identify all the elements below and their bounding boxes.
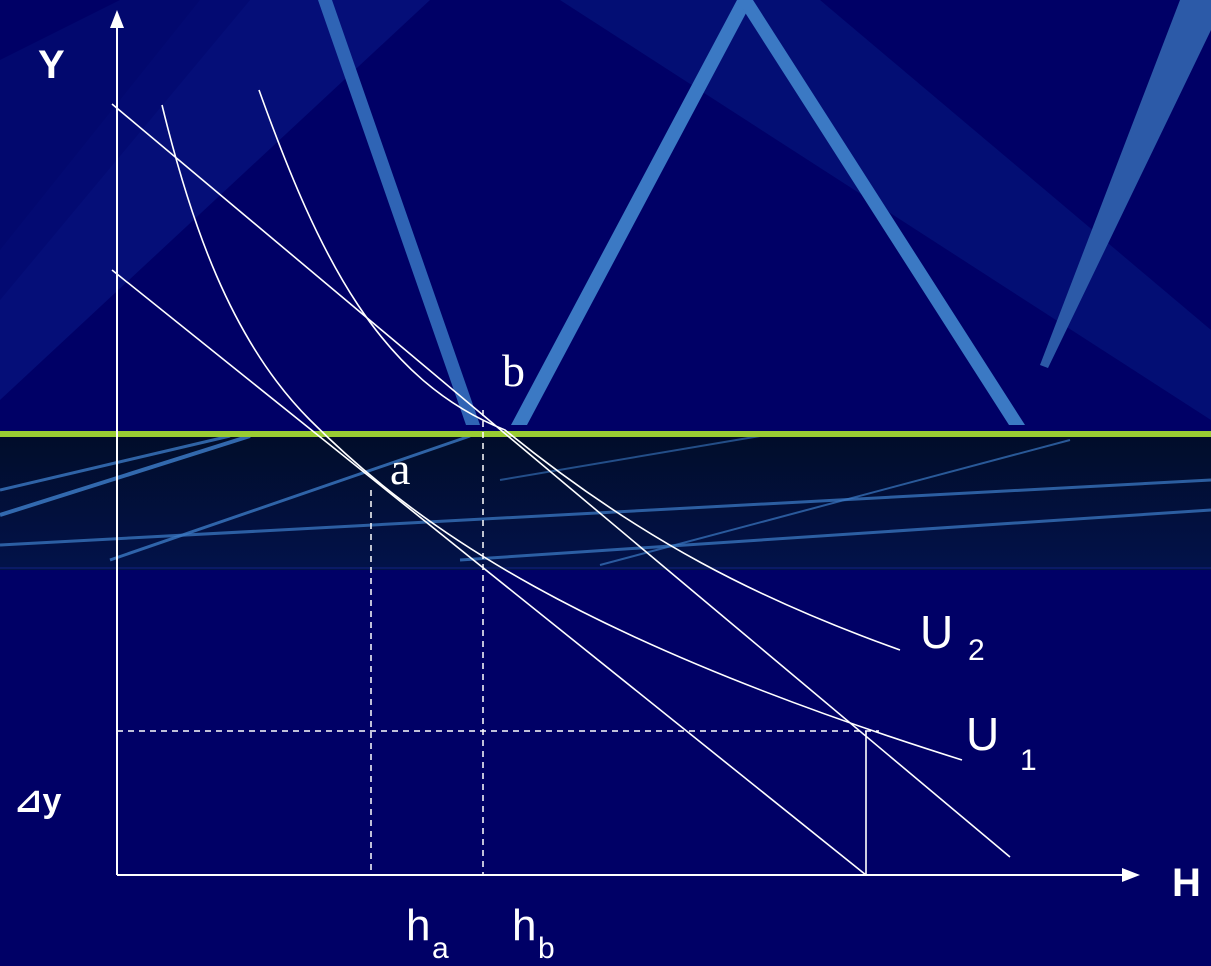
indifference-curve-u1	[161, 104, 963, 761]
budget-line-lower	[111, 269, 867, 876]
axes	[110, 10, 1140, 882]
hb-subscript: b	[538, 932, 555, 965]
hb-label: h	[512, 901, 536, 950]
background-decoration	[0, 0, 1211, 570]
ha-subscript: a	[432, 932, 449, 965]
ha-label: h	[406, 901, 430, 950]
curve-u2-subscript: 2	[968, 634, 985, 667]
curve-u2-label: U	[920, 606, 953, 658]
budget-line-upper	[111, 103, 1011, 858]
accent-line	[0, 431, 1211, 437]
y-axis-label: Y	[38, 43, 65, 87]
point-a-label: a	[390, 443, 410, 494]
delta-y-label: ⊿y	[14, 782, 61, 820]
curve-u1-subscript: 1	[1020, 744, 1037, 777]
indifference-curve-u2	[258, 89, 901, 651]
y-axis-arrow-icon	[110, 10, 124, 28]
point-b-label: b	[502, 345, 525, 396]
x-axis-arrow-icon	[1122, 868, 1140, 882]
x-axis-label: H	[1172, 861, 1201, 905]
curve-u1-label: U	[966, 708, 999, 760]
